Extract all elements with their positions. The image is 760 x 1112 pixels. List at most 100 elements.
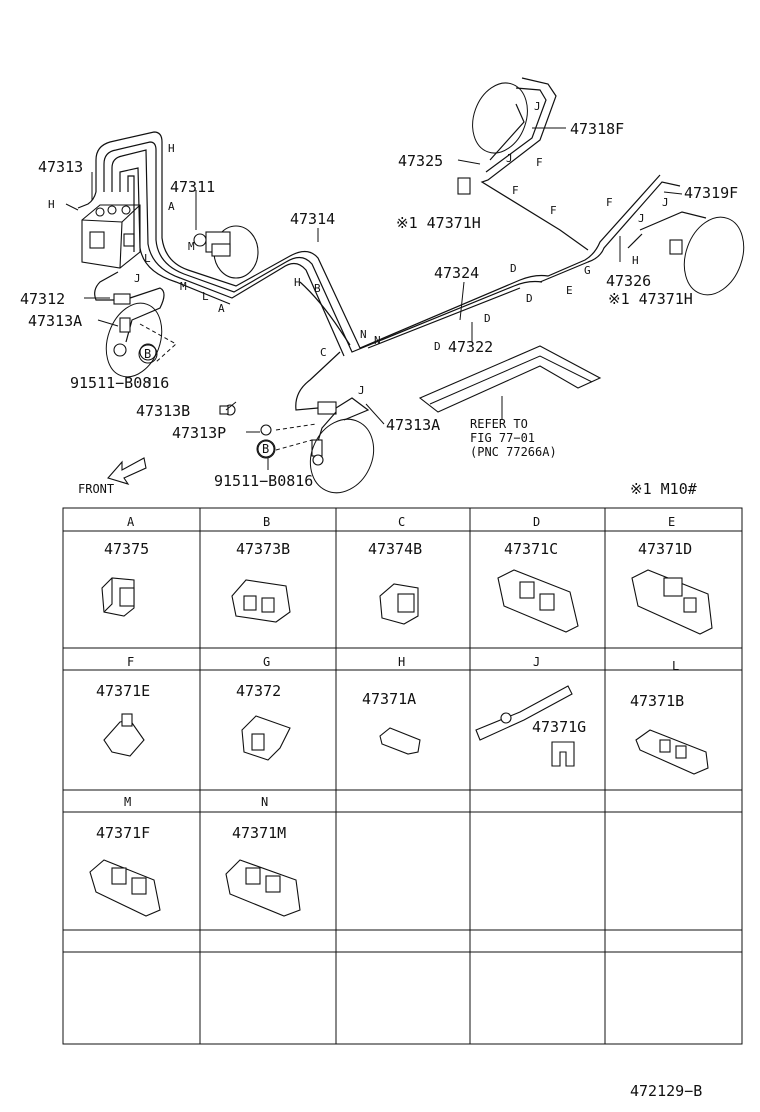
callout-47313A-left: 47313A (28, 312, 82, 330)
part-47371a: 47371A (362, 690, 416, 708)
part-47371f: 47371F (96, 824, 150, 842)
code-l: L (672, 659, 679, 673)
refer-note-line3: (PNC 77266A) (470, 445, 557, 459)
code-n: N (261, 795, 268, 809)
letter-j: J (662, 196, 669, 209)
letter-d: D (484, 312, 491, 325)
front-label: FRONT (78, 482, 114, 496)
callout-47324: 47324 (434, 264, 479, 282)
letter-h: H (48, 198, 55, 211)
callout-47312: 47312 (20, 290, 65, 308)
circle-b-marker-top (138, 344, 158, 364)
code-b: B (263, 515, 270, 529)
callout-47313A-right: 47313A (386, 416, 440, 434)
code-c: C (398, 515, 405, 529)
letter-l: L (202, 290, 209, 303)
letter-f: F (606, 196, 613, 209)
callout-47371H-right: ※1 47371H (608, 290, 693, 308)
callout-47371H-top: ※1 47371H (396, 214, 481, 232)
circle-b-label-bottom: B (262, 442, 269, 456)
code-g: G (263, 655, 270, 669)
letter-f: F (512, 184, 519, 197)
clip-drawing-c (379, 583, 419, 625)
clip-table: A B C D E 47375 47373B 47374B 47371C 473… (62, 507, 743, 1045)
letter-n: N (360, 328, 367, 341)
note-m10: ※1 M10# (630, 480, 697, 498)
part-47371c: 47371C (504, 540, 558, 558)
clip-drawing-d (497, 569, 579, 633)
circle-b-marker-bottom (256, 439, 276, 459)
letter-n: N (374, 334, 381, 347)
clip-drawing-e (631, 569, 713, 635)
callout-47318F: 47318F (570, 120, 624, 138)
master-cylinder (193, 225, 259, 279)
letter-m: M (180, 280, 187, 293)
callout-47322: 47322 (448, 338, 493, 356)
letter-a: A (168, 200, 175, 213)
letter-j: J (358, 384, 365, 397)
letter-c: C (320, 346, 327, 359)
refer-note-line2: FIG 77−01 (470, 431, 535, 445)
letter-b: B (314, 282, 321, 295)
code-d: D (533, 515, 540, 529)
callout-47311: 47311 (170, 178, 215, 196)
callout-47313B: 47313B (136, 402, 190, 420)
front-right-hose (275, 351, 375, 494)
circle-b-label-top: B (144, 347, 151, 361)
callout-47326: 47326 (606, 272, 651, 290)
part-47371d: 47371D (638, 540, 692, 558)
clip-drawing-b (231, 579, 291, 623)
callout-47325: 47325 (398, 152, 443, 170)
code-a: A (127, 515, 135, 529)
clip-drawing-m (89, 859, 161, 917)
code-e: E (668, 515, 675, 529)
letter-f: F (536, 156, 543, 169)
clip-drawing-h (379, 727, 421, 755)
front-arrow-icon (107, 457, 147, 485)
floor-panel (418, 345, 602, 413)
letter-g: G (584, 264, 591, 277)
part-47371g: 47371G (532, 718, 586, 736)
part-47373b: 47373B (236, 540, 290, 558)
code-h: H (398, 655, 405, 669)
part-47371e: 47371E (96, 682, 150, 700)
code-j: J (533, 655, 540, 669)
callout-47313: 47313 (38, 158, 83, 176)
main-tube-bundle (77, 131, 681, 357)
letter-j: J (534, 100, 541, 113)
leader-lines (65, 127, 683, 470)
code-m: M (124, 795, 131, 809)
letter-m: M (188, 240, 195, 253)
letter-f: F (550, 204, 557, 217)
part-47374b: 47374B (368, 540, 422, 558)
part-47371m: 47371M (232, 824, 286, 842)
callout-91511-top: 91511−B0816 (70, 374, 169, 392)
letter-e: E (566, 284, 573, 297)
part-47371b: 47371B (630, 692, 684, 710)
letter-j: J (134, 272, 141, 285)
clip-drawing-f (103, 713, 145, 757)
clip-drawing-j (475, 685, 575, 767)
clip-drawing-l (635, 729, 709, 775)
refer-note-line1: REFER TO (470, 417, 528, 431)
letter-d: D (526, 292, 533, 305)
callout-91511-bottom: 91511−B0816 (214, 472, 313, 490)
abs-actuator (81, 204, 141, 269)
callout-47314: 47314 (290, 210, 335, 228)
clip-drawing-a (101, 577, 135, 617)
letter-h: H (294, 276, 301, 289)
figure-id: 472129−B (630, 1082, 702, 1100)
letter-a: A (218, 302, 225, 315)
letter-d: D (434, 340, 441, 353)
letter-h: H (632, 254, 639, 267)
code-f: F (127, 655, 134, 669)
part-47375: 47375 (104, 540, 149, 558)
assembly-drawing: 47313 47311 47314 47325 47318F ※1 47371H… (20, 77, 745, 498)
letter-l: L (144, 252, 151, 265)
callout-47319F: 47319F (684, 184, 738, 202)
letter-d: D (510, 262, 517, 275)
clip-drawing-g (241, 715, 291, 761)
clip-letters: H H H H A A M M L L B C N N J J J J J F … (48, 100, 669, 397)
front-left-hose (94, 271, 177, 378)
